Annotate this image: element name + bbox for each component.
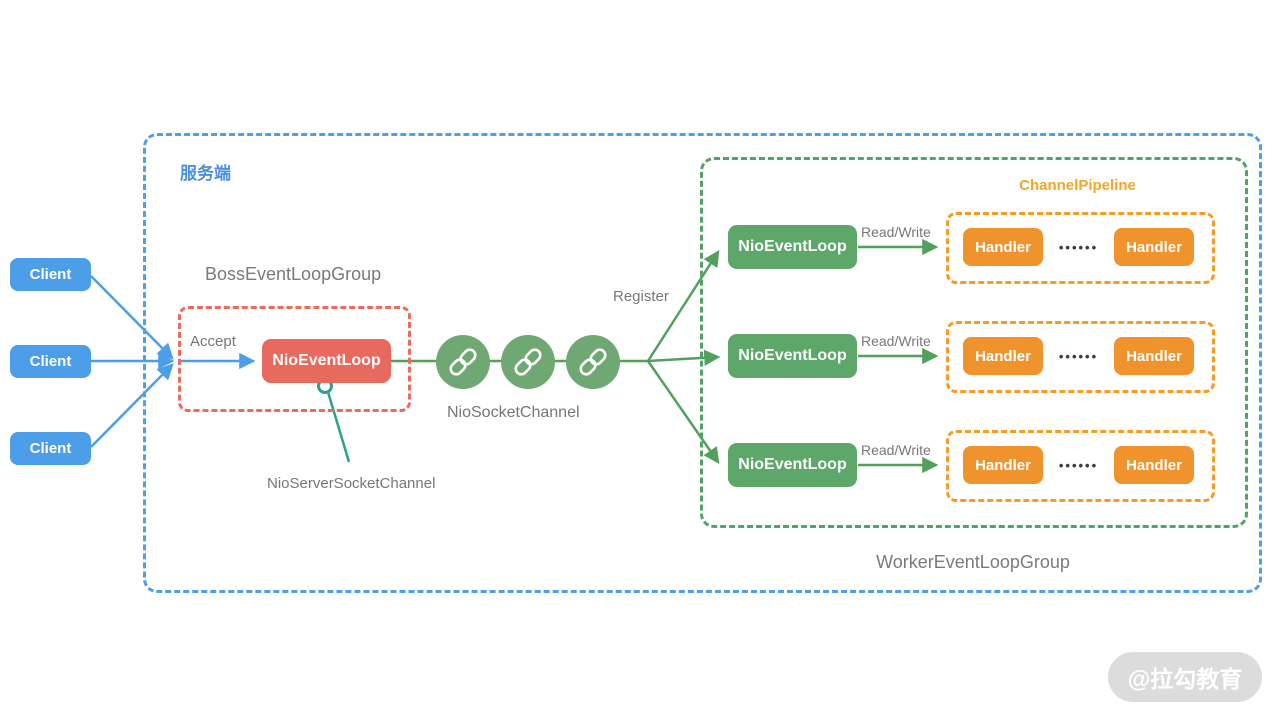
handler-node-1a: Handler bbox=[963, 228, 1043, 266]
handler-node-2a: Handler bbox=[963, 337, 1043, 375]
read-write-label-1: Read/Write bbox=[861, 224, 931, 240]
worker-group-label: WorkerEventLoopGroup bbox=[876, 552, 1070, 572]
client-node-2: Client bbox=[10, 345, 91, 378]
channel-pipeline-boundary-1 bbox=[946, 212, 1215, 284]
server-label: 服务端 bbox=[180, 164, 231, 183]
socket-channel-node-3 bbox=[566, 335, 620, 389]
client-node-1: Client bbox=[10, 258, 91, 291]
handler-ellipsis-3: •••••• bbox=[1058, 458, 1099, 473]
accept-label: Accept bbox=[190, 333, 236, 350]
client-node-3: Client bbox=[10, 432, 91, 465]
server-group-boundary bbox=[143, 133, 1262, 593]
read-write-label-2: Read/Write bbox=[861, 333, 931, 349]
chain-link-icon bbox=[514, 348, 542, 376]
channel-pipeline-boundary-2 bbox=[946, 321, 1215, 393]
socket-channel-node-2 bbox=[501, 335, 555, 389]
worker-nio-event-loop-3: NioEventLoop bbox=[728, 443, 857, 487]
handler-node-3b: Handler bbox=[1114, 446, 1194, 484]
handler-node-2b: Handler bbox=[1114, 337, 1194, 375]
channel-pipeline-label: ChannelPipeline bbox=[1019, 177, 1136, 194]
boss-nio-event-loop-node: NioEventLoop bbox=[262, 339, 391, 383]
handler-node-3a: Handler bbox=[963, 446, 1043, 484]
handler-ellipsis-2: •••••• bbox=[1058, 349, 1099, 364]
worker-nio-event-loop-1: NioEventLoop bbox=[728, 225, 857, 269]
socket-channel-node-1 bbox=[436, 335, 490, 389]
chain-link-icon bbox=[579, 348, 607, 376]
worker-group-boundary bbox=[700, 157, 1248, 528]
worker-nio-event-loop-2: NioEventLoop bbox=[728, 334, 857, 378]
boss-group-boundary bbox=[178, 306, 411, 412]
read-write-label-3: Read/Write bbox=[861, 442, 931, 458]
boss-group-label: BossEventLoopGroup bbox=[205, 264, 382, 284]
nio-server-socket-channel-label: NioServerSocketChannel bbox=[267, 475, 436, 492]
watermark-badge: @拉勾教育 bbox=[1108, 652, 1262, 702]
handler-ellipsis-1: •••••• bbox=[1058, 240, 1099, 255]
channel-pipeline-boundary-3 bbox=[946, 430, 1215, 502]
chain-link-icon bbox=[449, 348, 477, 376]
register-label: Register bbox=[613, 288, 669, 305]
nio-socket-channel-label: NioSocketChannel bbox=[447, 404, 580, 421]
handler-node-1b: Handler bbox=[1114, 228, 1194, 266]
